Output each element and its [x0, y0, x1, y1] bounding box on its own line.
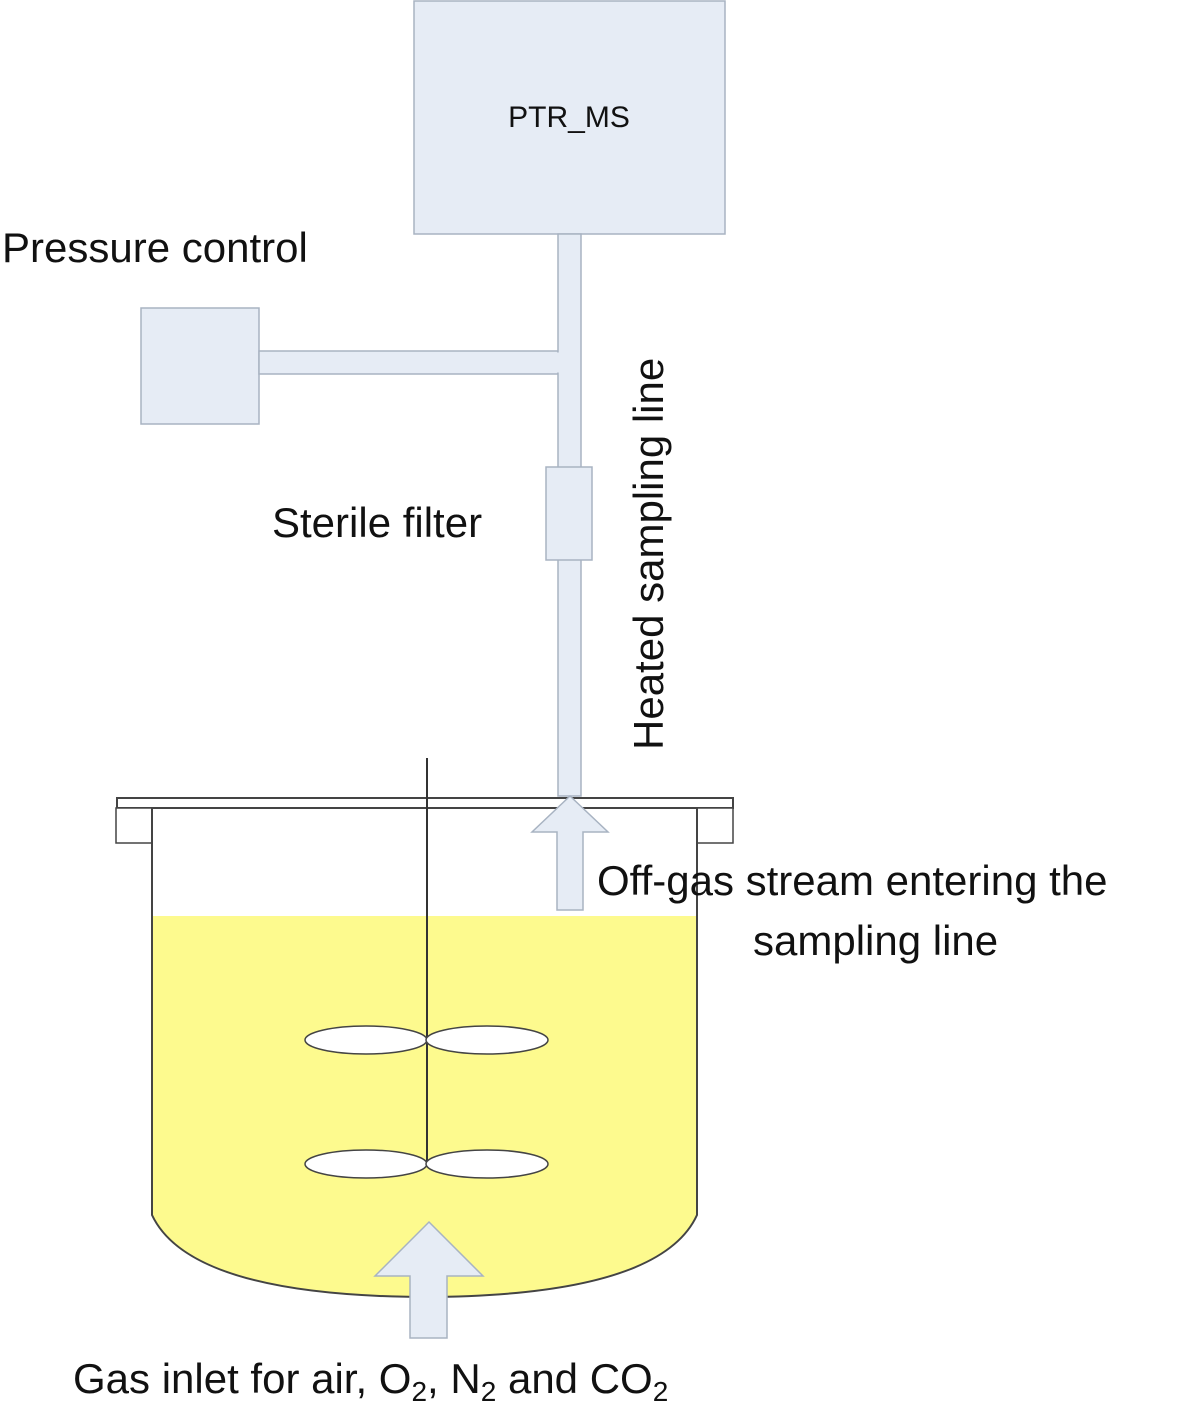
gas-inlet-sub-o2: 2 [411, 1376, 427, 1407]
pressure-control-pipe [258, 350, 559, 375]
vessel-flange-right [696, 807, 734, 844]
pressure-control-box [140, 307, 260, 425]
impeller-blade-upper-left [304, 1025, 428, 1055]
pressure-control-label: Pressure control [2, 224, 308, 271]
gas-inlet-text-1: Gas inlet for air, O [73, 1355, 411, 1402]
off-gas-label-line2: sampling line [753, 917, 998, 964]
ptr-ms-box [413, 0, 726, 235]
culture-liquid [152, 916, 697, 1297]
sterile-filter-label: Sterile filter [272, 499, 482, 546]
vessel-lid [116, 797, 734, 809]
gas-inlet-text-2: , N [427, 1355, 481, 1402]
heated-sampling-line-label: Heated sampling line [625, 358, 672, 750]
off-gas-label-line1: Off-gas stream entering the [597, 857, 1107, 904]
gas-inlet-sub-co2: 2 [653, 1376, 669, 1407]
ptr-ms-label: PTR_MS [508, 101, 630, 134]
off-gas-arrow [530, 794, 610, 911]
gas-inlet-sub-n2: 2 [481, 1376, 497, 1407]
pipe-junction [555, 352, 559, 373]
impeller-blade-lower-right [425, 1149, 549, 1179]
impeller-blade-lower-left [304, 1149, 428, 1179]
impeller-blade-upper-right [425, 1025, 549, 1055]
gas-inlet-arrow [373, 1220, 485, 1339]
sterile-filter [545, 466, 593, 561]
gas-inlet-label: Gas inlet for air, O2, N2 and CO2 [73, 1355, 668, 1407]
vessel-flange-left [115, 807, 153, 844]
gas-inlet-text-3: and CO [496, 1355, 652, 1402]
